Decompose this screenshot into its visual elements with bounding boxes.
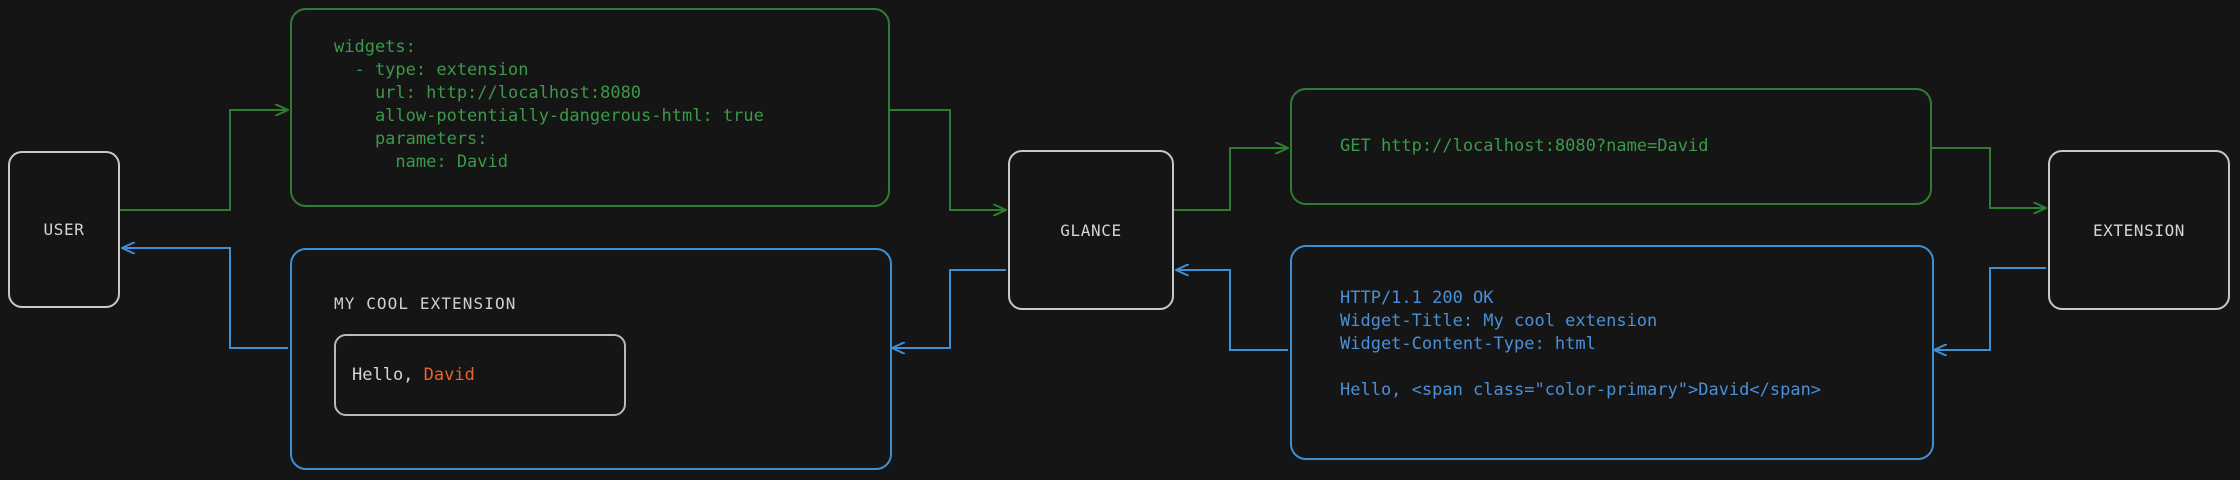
edge-response-to-glance [1176, 270, 1288, 351]
edge-glance-to-widget [892, 269, 1006, 348]
node-user[interactable]: USER [8, 151, 120, 308]
message-http-response: HTTP/1.1 200 OK Widget-Title: My cool ex… [1290, 245, 1934, 460]
node-user-label: USER [43, 220, 85, 239]
node-extension[interactable]: EXTENSION [2048, 150, 2230, 310]
edge-glance-to-request [1174, 148, 1288, 211]
edge-widget-to-user [122, 248, 288, 349]
edge-config-to-glance [890, 109, 1006, 210]
node-extension-label: EXTENSION [2092, 220, 2186, 240]
message-rendered-widget: MY COOL EXTENSION Hello, David [290, 248, 892, 470]
message-http-request: GET http://localhost:8080?name=David [1290, 88, 1932, 205]
node-glance[interactable]: GLANCE [1008, 150, 1174, 310]
rendered-widget-body: Hello, David [336, 365, 475, 385]
node-glance-label: GLANCE [1060, 220, 1122, 240]
rendered-widget-body-prefix: Hello, [352, 365, 424, 385]
edge-extension-to-response [1934, 267, 2046, 350]
config-yaml-text: widgets: - type: extension url: http://l… [334, 37, 764, 172]
edge-request-to-extension [1932, 147, 2046, 208]
message-config-yaml: widgets: - type: extension url: http://l… [290, 8, 890, 207]
http-request-text: GET http://localhost:8080?name=David [1340, 136, 1709, 156]
rendered-widget-card: Hello, David [334, 334, 626, 416]
http-response-text: HTTP/1.1 200 OK Widget-Title: My cool ex… [1340, 288, 1822, 400]
rendered-widget-body-accent: David [423, 365, 475, 385]
edge-user-to-config [120, 110, 288, 211]
rendered-widget-title: MY COOL EXTENSION [334, 294, 517, 313]
